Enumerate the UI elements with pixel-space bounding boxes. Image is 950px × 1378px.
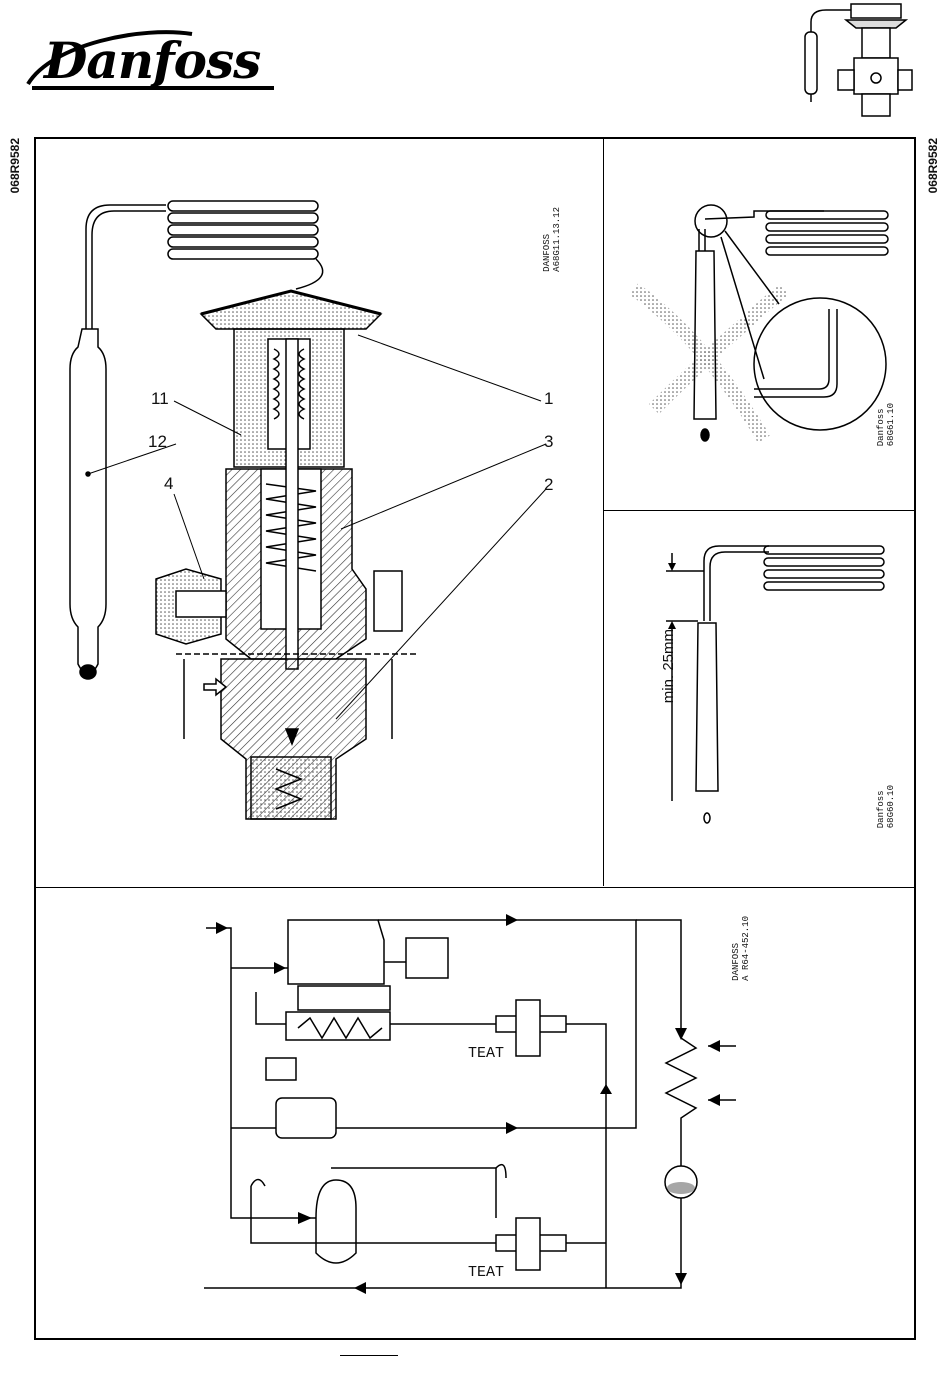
callout-1: 1: [544, 389, 553, 409]
valve-label-lower: TEAT: [468, 1264, 504, 1281]
bulb-wrong-drawing: [604, 139, 916, 510]
doc-code-left: 068R9582: [8, 138, 22, 193]
danfoss-logo: Danfoss: [22, 14, 282, 100]
bulb-distance-reference: Danfoss 68G60.10: [876, 785, 896, 828]
section-reference: DANFOSS A68G11.13.12: [542, 207, 562, 272]
callout-11: 11: [151, 389, 169, 409]
callout-12: 12: [148, 432, 167, 452]
footer-rule: [340, 1355, 398, 1356]
callout-3: 3: [544, 432, 553, 452]
min-distance-label: min. 25mm: [660, 629, 677, 703]
valve-section-drawing: [36, 139, 603, 886]
bulb-distance-drawing: [604, 511, 916, 886]
callout-2: 2: [544, 475, 553, 495]
bulb-wrong-panel: Danfoss 68G61.10: [604, 139, 916, 511]
doc-code-right: 068R9582: [926, 138, 940, 193]
logo-text: Danfoss: [42, 31, 261, 90]
bulb-wrong-reference: Danfoss 68G61.10: [876, 403, 896, 446]
valve-thumbnail: [796, 2, 916, 132]
callout-4: 4: [164, 474, 173, 494]
valve-label-upper: TEAT: [468, 1045, 504, 1062]
system-reference: DANFOSS A R64-452.10: [731, 916, 751, 981]
drawing-frame: 1 3 2 4 11 12 DANFOSS A68G11.13.12: [34, 137, 916, 1340]
system-diagram-panel: TEAT TEAT DANFOSS A R64-452.10: [36, 887, 916, 1341]
bulb-distance-panel: min. 25mm Danfoss 68G60.10: [604, 511, 916, 886]
section-view-panel: 1 3 2 4 11 12 DANFOSS A68G11.13.12: [36, 139, 604, 886]
logo-graphic: Danfoss: [22, 14, 282, 100]
